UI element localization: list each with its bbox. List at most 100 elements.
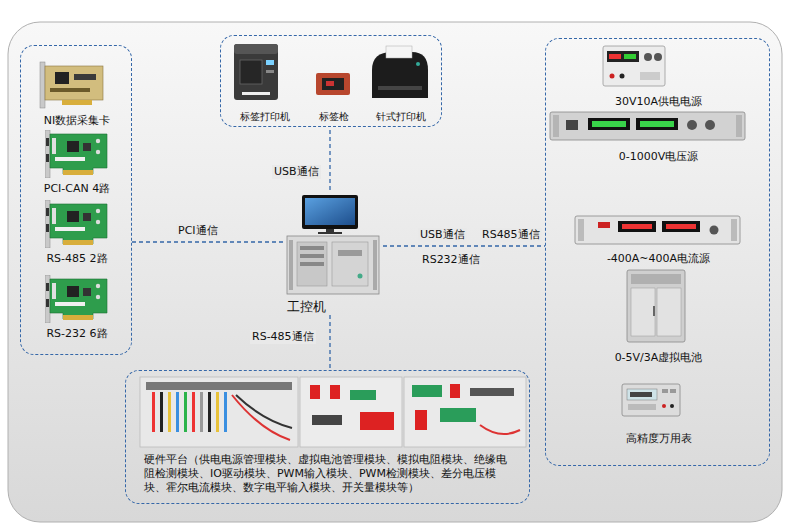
voltage-source-rack-part (640, 121, 674, 127)
voltage-source-rack-part (687, 120, 697, 130)
outer-frame (8, 22, 782, 522)
dc-power-supply-part (640, 72, 660, 80)
current-source-rack-part (666, 224, 696, 229)
multimeter-part (628, 404, 656, 410)
label-printer-part (240, 60, 262, 84)
node-label: 30V10A供电电源 (615, 95, 702, 109)
hardware-photo-part (168, 392, 171, 432)
instrument-panel: 30V10A供电电源0-1000V电压源-400A~400A电流源0-5V/3A… (545, 38, 770, 466)
receipt-printer-part (372, 52, 428, 98)
voltage-source-rack-part (553, 115, 559, 137)
tag-gun-part (316, 73, 350, 95)
instrument-item: 0-5V/3A虚拟电池 (551, 267, 766, 365)
voltage-source-rack (550, 112, 745, 140)
hardware-photo-part (176, 392, 179, 432)
label-printer-part (266, 70, 274, 73)
ni-daq-card-part (62, 100, 92, 105)
multimeter-part (630, 392, 652, 397)
node-label: 标签打印机 (240, 110, 290, 124)
hardware-photo-part (300, 377, 402, 447)
hardware-photo-part (470, 388, 514, 396)
hardware-photo-part (404, 377, 526, 447)
virtual-battery-cabinet-part (627, 270, 685, 342)
printer-panel: 标签打印机 标签枪 针式打印机 (220, 35, 442, 127)
dashed-connector (329, 127, 330, 190)
node-label: 0-5V/3A虚拟电池 (615, 351, 703, 365)
ni-daq-card-part (40, 62, 45, 108)
instrument-item: 高精度万用表 (551, 381, 766, 446)
multimeter-part (670, 389, 676, 393)
voltage-source-rack-part (566, 120, 578, 130)
voltage-source-rack-part (705, 120, 715, 130)
current-source-rack-part (598, 222, 610, 228)
multimeter-part (670, 404, 674, 408)
hardware-photo-part (415, 410, 427, 430)
hardware-photo-part (192, 392, 195, 432)
tag-gun (316, 73, 350, 95)
multimeter-part (627, 389, 657, 400)
industrial-pc-part (373, 240, 377, 290)
hardware-photo-part (450, 384, 460, 398)
multimeter-part (662, 389, 668, 393)
industrial-pc-part (305, 198, 355, 225)
instrument-item: 30V10A供电电源 (551, 43, 766, 109)
node-label: 标签枪 (319, 110, 349, 124)
link-label: RS485通信 (480, 228, 542, 242)
hardware-photo-part (412, 385, 442, 397)
card-item: PCI-CAN 4路 (23, 126, 131, 196)
node-label: 0-1000V电压源 (619, 150, 699, 164)
link-label: PCI通信 (176, 224, 220, 238)
industrial-pc-part (287, 236, 379, 294)
instrument-item: 0-1000V电压源 (551, 109, 766, 164)
dc-power-supply-part (620, 74, 625, 79)
industrial-pc-part (318, 232, 342, 234)
hardware-photo-part (160, 392, 163, 432)
multimeter (622, 384, 680, 416)
current-source-rack-part (662, 221, 700, 232)
dc-power-supply-part (624, 54, 636, 59)
industrial-pc-part (338, 250, 362, 256)
card-panel: NI数据采集卡PCI-CAN 4路RS-485 2路RS-232 6路 (20, 45, 132, 355)
hardware-photo-part (216, 392, 219, 432)
link-label: USB通信 (272, 165, 321, 179)
multimeter-part (622, 384, 680, 416)
industrial-pc-part (297, 242, 327, 286)
dc-power-supply-part (609, 54, 621, 59)
current-source-rack-part (618, 221, 656, 232)
hardware-photo-part (146, 382, 292, 390)
current-source-rack-part (622, 224, 652, 229)
node-label: PCI-CAN 4路 (44, 182, 110, 196)
hardware-photo-part (140, 377, 298, 447)
rs485-card (45, 200, 107, 248)
node-label: 针式打印机 (376, 110, 426, 124)
node-label: RS-232 6路 (46, 327, 107, 341)
hardware-photo-part (152, 392, 155, 432)
current-source-rack-part (575, 216, 740, 244)
industrial-pc-part (300, 262, 324, 266)
dc-power-supply-part (654, 53, 662, 61)
industrial-pc-part (358, 274, 363, 279)
link-label: RS-485通信 (250, 330, 316, 344)
voltage-source-rack-part (736, 115, 742, 137)
printer-item: 标签打印机 (226, 40, 304, 124)
hardware-photo-part (310, 385, 320, 399)
hardware-photo-part (200, 392, 203, 432)
current-source-rack-part (578, 219, 584, 241)
hardware-photo-part (350, 390, 376, 400)
industrial-pc-part (289, 240, 293, 290)
label-printer-part (266, 60, 274, 65)
hardware-photo-part (224, 392, 227, 432)
dc-power-supply (603, 46, 665, 86)
multimeter-part (662, 404, 666, 408)
label-printer-part (242, 92, 270, 95)
dc-power-supply-part (607, 51, 639, 62)
industrial-pc-part (300, 254, 324, 258)
receipt-printer (372, 46, 428, 98)
virtual-battery-cabinet-part (657, 288, 681, 336)
industrial-pc-part (332, 242, 368, 286)
tag-gun-part (322, 78, 344, 90)
virtual-battery-cabinet (627, 270, 685, 342)
receipt-printer-part (386, 46, 412, 58)
node-label: 工控机 (287, 299, 326, 315)
node-label: 高精度万用表 (626, 432, 692, 446)
